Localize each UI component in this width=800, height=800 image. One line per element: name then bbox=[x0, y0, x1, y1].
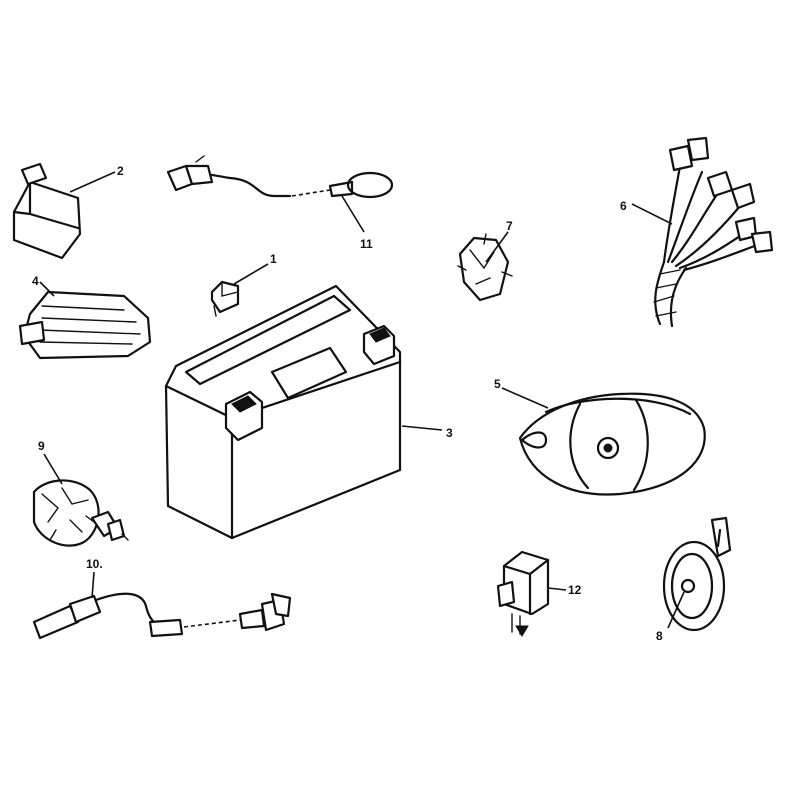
part-7-flasher bbox=[457, 231, 513, 302]
callout-4: 4 bbox=[32, 274, 39, 288]
callout-1: 1 bbox=[270, 252, 277, 266]
callout-11: 11 bbox=[360, 237, 373, 251]
part-12-relay bbox=[496, 550, 567, 637]
part-6-wiring-harness bbox=[631, 136, 774, 328]
part-1-fuse bbox=[210, 263, 269, 317]
part-2-cdi-unit bbox=[12, 162, 116, 260]
callout-7: 7 bbox=[506, 219, 513, 233]
callout-9: 9 bbox=[38, 439, 45, 453]
callout-10: 10. bbox=[86, 557, 103, 571]
part-11-cable-ring bbox=[166, 155, 394, 233]
part-5-headlight bbox=[501, 387, 706, 496]
callout-2: 2 bbox=[117, 164, 124, 178]
callout-3: 3 bbox=[446, 426, 453, 440]
part-8-horn bbox=[662, 516, 732, 632]
part-3-battery bbox=[164, 284, 443, 540]
callout-6: 6 bbox=[620, 199, 627, 213]
callout-12: 12 bbox=[568, 583, 582, 597]
callout-5: 5 bbox=[494, 377, 501, 391]
part-9-ignition-coil bbox=[32, 453, 129, 547]
part-4-regulator bbox=[18, 281, 152, 360]
part-10-cable-boot bbox=[32, 571, 292, 640]
callout-8: 8 bbox=[656, 629, 663, 643]
